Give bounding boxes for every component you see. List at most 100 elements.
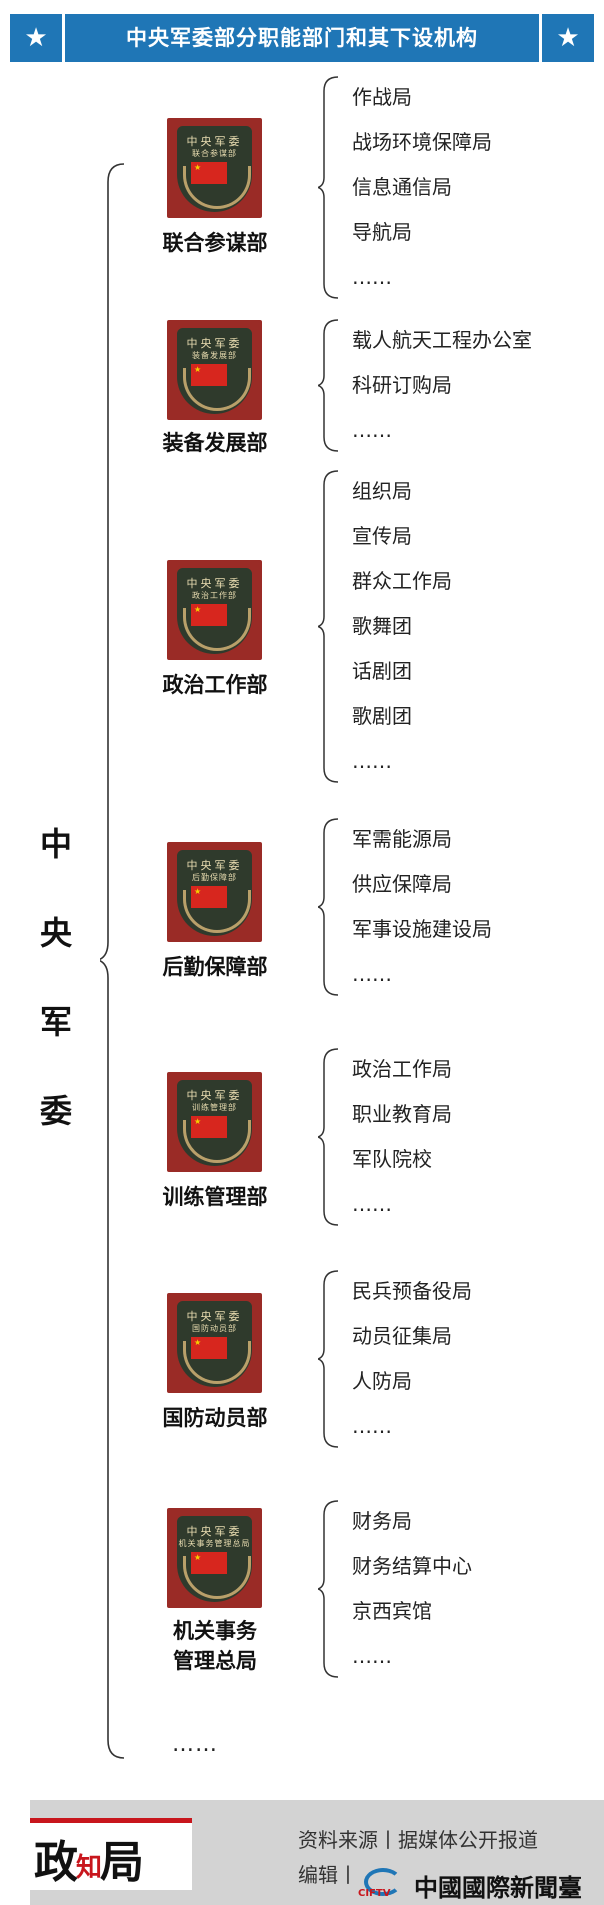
subunit-brace (318, 818, 339, 996)
editor-note: 编辑丨 (298, 1863, 358, 1887)
badge-title: 中央军委 (186, 135, 243, 148)
subunit-ellipsis: …… (352, 749, 392, 773)
badge-title: 中央军委 (186, 1310, 243, 1323)
subunit-item: 歌舞团 (352, 614, 412, 638)
subunit-item: 政治工作局 (352, 1057, 452, 1081)
logo-char: 知 (76, 1853, 102, 1883)
badge-subtitle: 后勤保障部 (192, 873, 237, 882)
wreath-icon (183, 368, 251, 411)
badge-subtitle: 联合参谋部 (192, 149, 237, 158)
subunit-brace (318, 319, 339, 452)
badge-title: 中央军委 (186, 1525, 243, 1538)
cif-abbr: CIFTV (358, 1888, 391, 1899)
star-icon: ★ (539, 14, 594, 62)
subunit-item: 组织局 (352, 479, 412, 503)
badge-subtitle: 国防动员部 (192, 1324, 237, 1333)
subunit-item: 京西宾馆 (352, 1599, 432, 1623)
subunit-ellipsis: …… (352, 962, 392, 986)
logo-char: 政 (34, 1837, 78, 1888)
subunit-item: 导航局 (352, 220, 412, 244)
subunit-item: 宣传局 (352, 524, 412, 548)
department-badge-icon: 中央军委联合参谋部 (167, 118, 262, 218)
logo-char: 局 (100, 1837, 144, 1888)
subunit-item: 财务结算中心 (352, 1554, 472, 1578)
subunit-item: 军事设施建设局 (352, 917, 492, 941)
subunit-item: 信息通信局 (352, 175, 452, 199)
subunit-list: 载人航天工程办公室科研订购局 …… (352, 318, 532, 453)
subunit-item: 供应保障局 (352, 872, 452, 896)
department-name: 机关事务管理总局 (150, 1616, 280, 1676)
star-icon: ★ (10, 14, 65, 62)
department-name: 装备发展部 (162, 431, 268, 455)
department-badge-icon: 中央军委国防动员部 (167, 1293, 262, 1393)
department-name: 政治工作部 (162, 673, 268, 697)
wreath-icon (183, 166, 251, 209)
subunit-item: 作战局 (352, 85, 412, 109)
department-badge-icon: 中央军委训练管理部 (167, 1072, 262, 1172)
root-label-char: 中 (39, 825, 72, 863)
root-label-char: 军 (39, 1003, 72, 1041)
zhengzhiju-logo: 政知局 (30, 1818, 192, 1890)
wreath-icon (183, 1120, 251, 1163)
subunit-item: 话剧团 (352, 659, 412, 683)
wreath-icon (183, 608, 251, 651)
department-badge-icon: 中央军委装备发展部 (167, 320, 262, 420)
badge-title: 中央军委 (186, 859, 243, 872)
page-title: 中央军委部分职能部门和其下设机构 (126, 26, 478, 50)
subunit-item: 群众工作局 (352, 569, 452, 593)
subunit-item: 战场环境保障局 (352, 130, 492, 154)
subunit-item: 人防局 (352, 1369, 412, 1393)
wreath-icon (183, 1341, 251, 1384)
subunit-item: 军需能源局 (352, 827, 452, 851)
subunit-ellipsis: …… (352, 418, 392, 442)
badge-title: 中央军委 (186, 337, 243, 350)
root-label-central-military-commission: 中 央 军 委 (36, 800, 76, 1156)
subunit-list: 组织局宣传局群众工作局歌舞团话剧团歌剧团 …… (352, 469, 452, 784)
department-name-line: 机关事务 (173, 1619, 257, 1643)
subunit-brace (318, 1500, 339, 1678)
subunit-item: 歌剧团 (352, 704, 412, 728)
more-departments-ellipsis: …… (172, 1732, 218, 1757)
subunit-item: 科研订购局 (352, 373, 452, 397)
subunit-brace (318, 1048, 339, 1226)
subunit-item: 动员征集局 (352, 1324, 452, 1348)
root-brace (100, 163, 125, 1759)
subunit-ellipsis: …… (352, 265, 392, 289)
department-name: 联合参谋部 (162, 231, 268, 255)
subunit-brace (318, 1270, 339, 1448)
department-name-line: 管理总局 (173, 1649, 257, 1673)
subunit-list: 军需能源局供应保障局军事设施建设局 …… (352, 817, 492, 997)
department-name: 国防动员部 (162, 1406, 268, 1430)
subunit-ellipsis: …… (352, 1192, 392, 1216)
subunit-item: 军队院校 (352, 1147, 432, 1171)
cif-name: 中國國際新聞臺 (414, 1873, 582, 1902)
badge-title: 中央军委 (186, 1089, 243, 1102)
header-banner: ★ 中央军委部分职能部门和其下设机构 ★ (10, 14, 594, 62)
subunit-item: 民兵预备役局 (352, 1279, 472, 1303)
subunit-ellipsis: …… (352, 1644, 392, 1668)
badge-subtitle: 机关事务管理总局 (178, 1539, 251, 1548)
department-badge-icon: 中央军委后勤保障部 (167, 842, 262, 942)
department-name: 后勤保障部 (162, 955, 268, 979)
badge-subtitle: 训练管理部 (192, 1103, 237, 1112)
subunit-list: 民兵预备役局动员征集局人防局 …… (352, 1269, 472, 1449)
department-badge-icon: 中央军委政治工作部 (167, 560, 262, 660)
subunit-ellipsis: …… (352, 1414, 392, 1438)
subunit-brace (318, 470, 339, 783)
department-badge-icon: 中央军委机关事务管理总局 (167, 1508, 262, 1608)
subunit-list: 政治工作局职业教育局军队院校…… (352, 1047, 452, 1227)
subunit-list: 财务局财务结算中心京西宾馆…… (352, 1499, 472, 1679)
badge-subtitle: 装备发展部 (192, 351, 237, 360)
root-label-char: 委 (39, 1092, 72, 1130)
badge-subtitle: 政治工作部 (192, 591, 237, 600)
subunit-brace (318, 76, 339, 299)
wreath-icon (183, 1556, 251, 1599)
badge-title: 中央军委 (186, 577, 243, 590)
wreath-icon (183, 890, 251, 933)
footer: 政知局 资料来源丨据媒体公开报道 编辑丨 (30, 1800, 604, 1905)
subunit-list: 作战局战场环境保障局信息通信局导航局 …… (352, 75, 492, 300)
subunit-item: 载人航天工程办公室 (352, 328, 532, 352)
department-name: 训练管理部 (162, 1185, 268, 1209)
cif-logo-icon: CIFTV (358, 1868, 408, 1902)
root-label-char: 央 (39, 914, 72, 952)
